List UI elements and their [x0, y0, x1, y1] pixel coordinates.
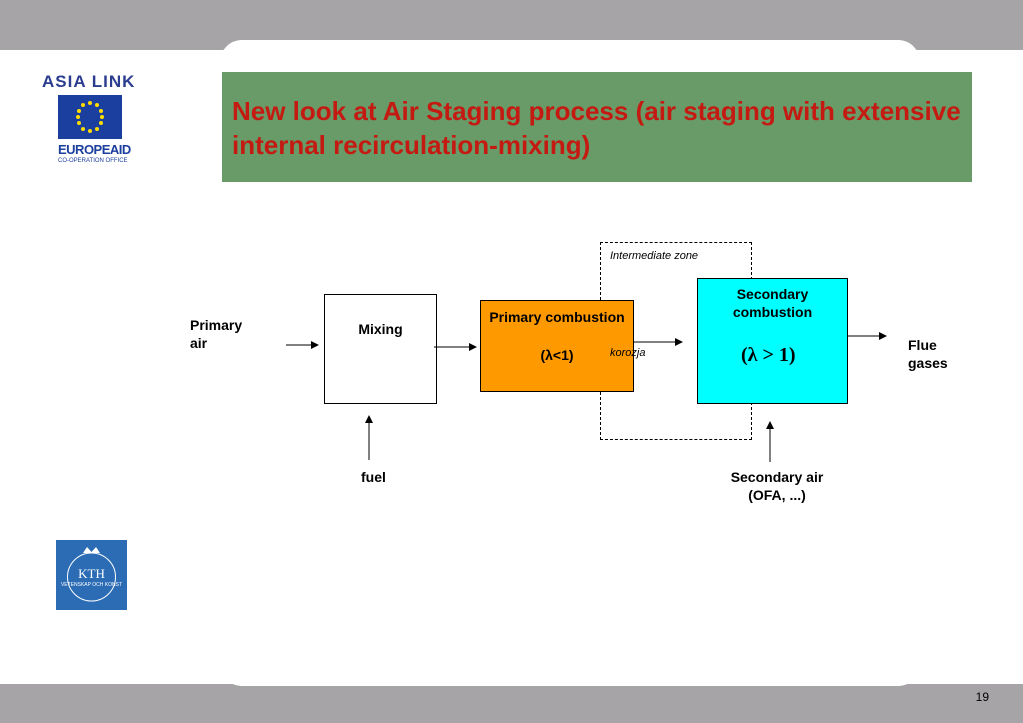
eu-flag-icon	[58, 95, 122, 139]
flue-gases-label: Flue gases	[908, 337, 948, 371]
panel-bottom-fill	[240, 664, 900, 686]
bottom-band	[0, 684, 1023, 723]
mixing-label: Mixing	[358, 321, 403, 337]
page-number: 19	[975, 690, 989, 704]
kth-logo-text: KTH	[78, 566, 105, 581]
primary-combustion-label: Primary combustion	[489, 309, 625, 325]
panel-corner	[880, 664, 920, 686]
asia-link-logo: ASIA LINK EUROPEAID CO-OPERATION OFFICE	[42, 72, 142, 172]
mixing-box	[324, 294, 437, 404]
panel-top-fill	[240, 40, 900, 60]
secondary-combustion-box	[697, 278, 848, 404]
fuel-label: fuel	[361, 469, 386, 485]
primary-lambda-label: (λ<1)	[540, 347, 574, 363]
coop-office-logo-text: CO-OPERATION OFFICE	[58, 158, 128, 164]
secondary-lambda-label: (λ > 1)	[741, 344, 796, 366]
kth-logo-subtext: VETENSKAP OCH KONST	[60, 582, 123, 588]
intermediate-zone-label: Intermediate zone	[610, 250, 699, 262]
panel-corner	[220, 40, 260, 70]
asia-link-logo-text: ASIA LINK	[42, 72, 136, 91]
title-banner: New look at Air Staging process (air sta…	[222, 72, 972, 182]
europeaid-logo-text: EUROPEAID	[58, 142, 131, 157]
primary-combustion-box	[480, 300, 634, 392]
kth-logo: KTH VETENSKAP OCH KONST	[56, 540, 127, 610]
korozja-label: korozja	[610, 347, 646, 359]
kth-crown-icon	[67, 547, 116, 602]
slide-title: New look at Air Staging process (air sta…	[232, 96, 961, 160]
secondary-combustion-label: Secondary combustion	[732, 286, 813, 320]
primary-air-label: Primary air	[190, 317, 243, 351]
secondary-air-label: Secondary air (OFA, ...)	[730, 469, 824, 503]
panel-corner	[220, 664, 260, 686]
